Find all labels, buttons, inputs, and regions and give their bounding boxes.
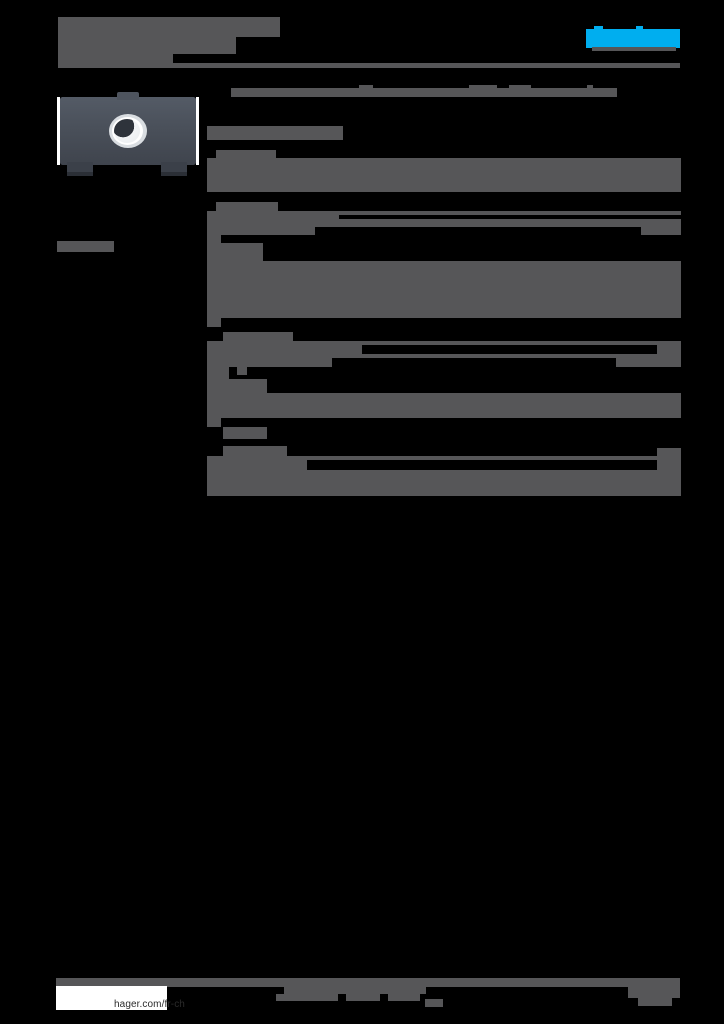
spec-row-bullet xyxy=(207,318,221,327)
spec-row-label xyxy=(207,456,307,470)
product-foot-cap-left xyxy=(67,172,93,176)
logo-text: hager xyxy=(586,26,587,27)
spec-row-label xyxy=(207,211,339,223)
left-column xyxy=(57,92,201,182)
product-foot-cap-right xyxy=(161,172,187,176)
spec-section-6-heading xyxy=(223,446,287,456)
spec-section-1-body xyxy=(207,158,681,192)
footer-url-link[interactable]: hager.com/fr-ch xyxy=(114,999,185,1010)
intro-heading-ascender-c xyxy=(509,85,531,91)
product-edge-left xyxy=(57,97,60,165)
spec-row-label xyxy=(207,379,267,393)
spec-row-bullet xyxy=(207,235,221,245)
page-header: hager xyxy=(0,0,724,80)
spec-row-leader xyxy=(307,456,657,460)
intro-heading xyxy=(231,88,617,97)
spec-row-value xyxy=(616,354,681,367)
spec-section-3-body xyxy=(207,261,681,318)
footer-center-text-c xyxy=(346,994,380,1001)
footer-center-text-d xyxy=(388,994,420,1001)
spec-row-label xyxy=(207,341,362,354)
spec-row-value xyxy=(339,219,681,223)
spec-row-leader xyxy=(339,211,681,215)
footer-divider xyxy=(56,978,680,987)
spec-section-6-body xyxy=(207,470,681,496)
product-top-notch xyxy=(117,92,139,100)
spec-section-4-heading xyxy=(223,332,293,341)
spec-section-1-heading xyxy=(216,150,276,158)
logo-wordmark xyxy=(586,29,680,48)
header-divider xyxy=(58,63,680,68)
page-footer: hager.com/fr-ch xyxy=(0,978,724,1024)
spec-row-leader xyxy=(332,354,616,358)
intro-heading-ascender-d xyxy=(587,85,593,91)
hager-logo: hager xyxy=(586,26,680,51)
footer-center-text-b xyxy=(276,994,338,1001)
section-label xyxy=(207,126,343,140)
intro-heading-ascender-b xyxy=(469,85,497,91)
product-image xyxy=(57,92,200,182)
product-edge-right xyxy=(196,97,199,165)
spec-row-bullet xyxy=(207,418,221,427)
page-title-line-2 xyxy=(58,36,236,54)
spec-row-bullet xyxy=(207,367,229,379)
footer-page-number xyxy=(628,986,680,998)
page-title-line-1 xyxy=(58,17,280,37)
footer-page-number-sub xyxy=(638,998,672,1006)
spec-row-leader xyxy=(315,223,641,227)
footer-center-text-e xyxy=(425,999,443,1007)
footer-center-text xyxy=(284,987,426,994)
product-socket-aperture xyxy=(114,119,140,143)
spec-row-label xyxy=(207,223,315,235)
intro-heading-ascender-a xyxy=(359,85,373,91)
spec-section-5-row-2 xyxy=(223,427,267,439)
spec-row-value xyxy=(657,448,681,470)
spec-row-label xyxy=(207,354,332,367)
spec-row-value xyxy=(657,341,681,354)
footer-url-container[interactable]: hager.com/fr-ch xyxy=(56,986,185,1010)
spec-row-label xyxy=(207,243,263,261)
spec-section-5-row-1 xyxy=(207,393,681,418)
logo-underline xyxy=(592,47,676,51)
spec-row-marker xyxy=(237,367,247,375)
spec-section-2-heading xyxy=(216,202,278,211)
spec-row-leader xyxy=(362,341,657,345)
spec-row-value xyxy=(641,219,681,235)
product-reference-caption xyxy=(57,241,114,252)
